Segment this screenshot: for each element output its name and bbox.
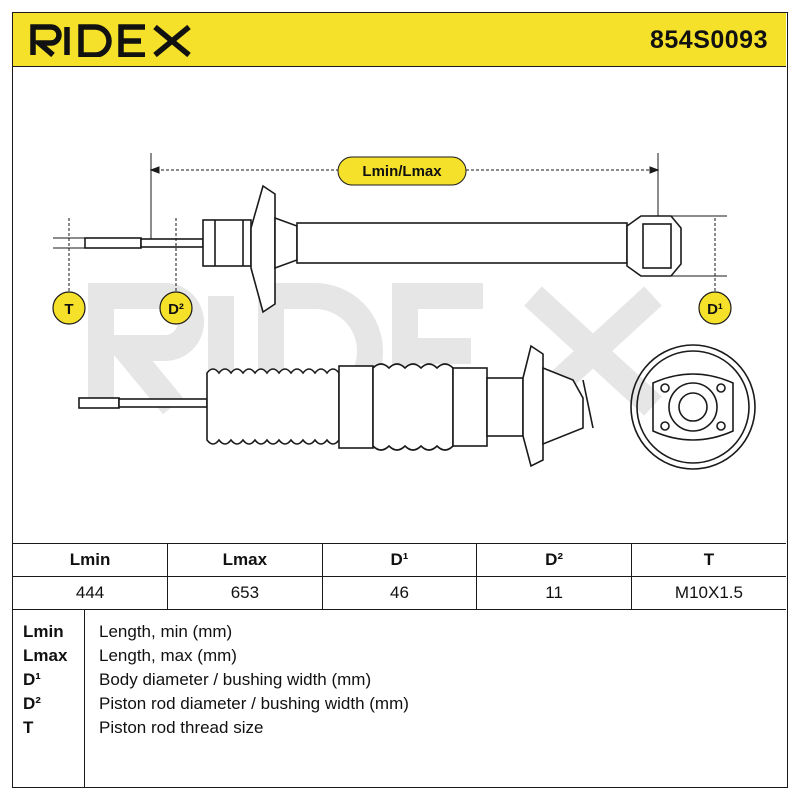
shock-with-bellows [78,344,594,468]
length-dimension [149,153,660,243]
header-bar: 854S0093 [13,13,786,67]
marker-d2-label: D² [168,301,184,318]
marker-d1-label: D¹ [707,301,723,318]
diameter-guides [53,215,727,300]
legend-item: Lmin Length, min (mm) [13,620,786,644]
drawing-canvas: Lmin/Lmax [52,153,756,470]
spec-table-header-row: Lmin Lmax D¹ D² T [13,543,786,577]
legend-desc: Piston rod diameter / bushing width (mm) [99,694,409,713]
legend-desc: Piston rod thread size [99,718,264,737]
spec-header-lmax: Lmax [167,543,323,577]
marker-d1 [698,291,732,325]
shock-top-view [630,344,756,470]
spec-table-value-row: 444 653 46 11 M10X1.5 [13,576,786,610]
legend-key: D¹ [23,670,41,689]
marker-t [52,291,86,325]
legend-key: Lmin [23,622,64,641]
spec-header-t: T [630,543,786,577]
legend-item: D¹ Body diameter / bushing width (mm) [13,668,786,692]
dimension-label-pill [337,156,467,186]
legend-key: Lmax [23,646,68,665]
shock-side-view [84,184,682,314]
product-sheet: 854S0093 Lmin/Lmax [12,12,788,788]
legend: Lmin Length, min (mm) Lmax Length, max (… [13,609,786,787]
spec-value-lmin: 444 [13,576,169,610]
legend-desc: Body diameter / bushing width (mm) [99,670,372,689]
legend-item: D² Piston rod diameter / bushing width (… [13,692,786,716]
legend-desc: Length, max (mm) [99,646,237,665]
legend-desc: Length, min (mm) [99,622,233,641]
marker-t-label: T [64,301,73,318]
part-number: 854S0093 [649,26,768,54]
spec-value-d1: 46 [321,576,478,610]
spec-table: Lmin Lmax D¹ D² T 444 653 46 11 M10X1.5 [13,543,786,610]
technical-drawing: Lmin/Lmax [13,68,786,543]
spec-header-d2: D² [476,543,632,577]
spec-value-d2: 11 [476,576,632,610]
legend-item: T Piston rod thread size [13,716,786,740]
marker-d2 [159,291,193,325]
legend-key: T [23,718,34,737]
legend-key: D² [23,694,41,713]
legend-item: Lmax Length, max (mm) [13,644,786,668]
spec-header-d1: D¹ [321,543,478,577]
spec-header-lmin: Lmin [13,543,169,577]
dimension-label: Lmin/Lmax [362,163,442,180]
ridex-logo [30,24,191,57]
legend-divider [84,610,86,787]
spec-value-lmax: 653 [167,576,323,610]
spec-value-t: M10X1.5 [630,576,786,610]
